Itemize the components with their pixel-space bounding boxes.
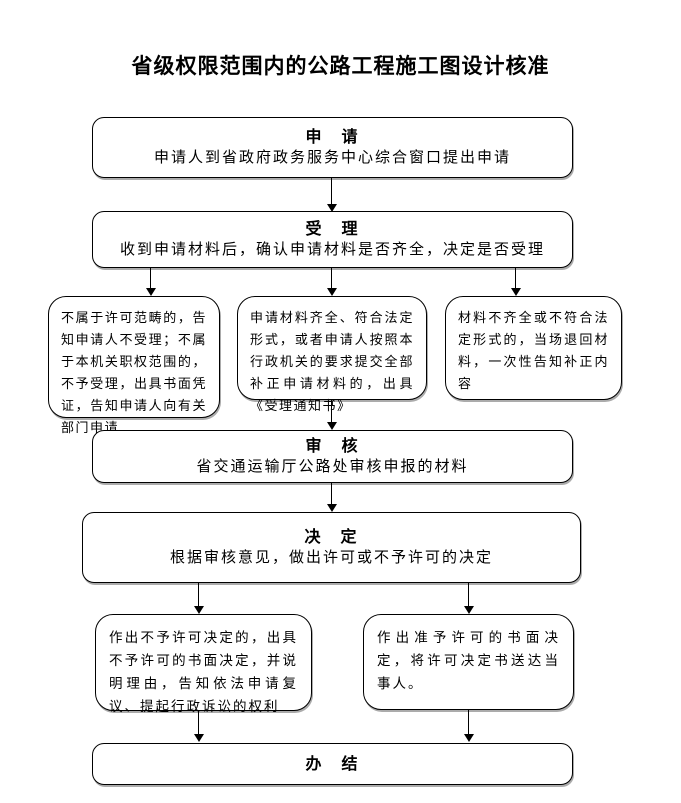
flow-node-branch-left: 不属于许可范畴的，告知申请人不受理；不属于本机关职权范围的，不予受理，出具书面凭… [48,296,220,435]
page-title: 省级权限范围内的公路工程施工图设计核准 [131,55,550,78]
node-apply-body: 申请人到省政府政务服务中心综合窗口提出申请 [153,149,511,166]
node-review-heading: 审 核 [305,438,360,455]
connector-accept-branch-right [515,268,516,289]
node-decide-heading: 决 定 [304,529,359,546]
flow-node-accept: 受 理 收到申请材料后，确认申请材料是否齐全，决定是否受理 [92,211,573,268]
flow-node-finish: 办 结 [92,743,573,785]
connector-review-decide [331,483,332,506]
node-deny-body: 作出不予许可决定的，出具不予许可的书面决定，并说明理由，告知依法申请复议、提起行… [109,630,298,714]
flow-node-grant: 作出准予许可的书面决定，将许可决定书送达当事人。 [363,614,574,710]
node-branch-middle-body: 申请材料齐全、符合法定形式，或者申请人按照本行政机关的要求提交全部补正申请材料的… [250,310,414,413]
arrowhead-accept-branch-middle [327,288,337,296]
arrowhead-deny-finish [194,734,204,742]
arrowhead-grant-finish [464,734,474,742]
flow-node-branch-middle: 申请材料齐全、符合法定形式，或者申请人按照本行政机关的要求提交全部补正申请材料的… [237,296,427,413]
flow-node-deny: 作出不予许可决定的，出具不予许可的书面决定，并说明理由，告知依法申请复议、提起行… [95,614,312,714]
node-apply-heading: 申 请 [305,129,360,146]
connector-accept-branch-left [150,268,151,289]
connector-deny-finish [198,711,199,736]
arrowhead-accept-branch-right [511,288,521,296]
node-review-body: 省交通运输厅公路处审核申报的材料 [196,458,469,475]
connector-grant-finish [468,710,469,736]
node-decide-body: 根据审核意见，做出许可或不予许可的决定 [169,549,493,566]
flow-node-decide: 决 定 根据审核意见，做出许可或不予许可的决定 [82,512,581,583]
flow-node-apply: 申 请 申请人到省政府政务服务中心综合窗口提出申请 [92,117,573,178]
arrowhead-apply-accept [327,204,337,212]
arrowhead-accept-branch-left [146,288,156,296]
connector-decide-grant [468,583,469,608]
arrowhead-branch-review [327,422,337,430]
arrowhead-decide-deny [194,606,204,614]
node-accept-body: 收到申请材料后，确认申请材料是否齐全，决定是否受理 [119,241,545,258]
connector-accept-branch-middle [331,268,332,289]
connector-branch-review [331,400,332,423]
node-branch-right-body: 材料不齐全或不符合法定形式的，当场退回材料，一次性告知补正内容 [458,310,609,391]
flow-node-review: 审 核 省交通运输厅公路处审核申报的材料 [92,430,573,483]
node-branch-left-body: 不属于许可范畴的，告知申请人不受理；不属于本机关职权范围的，不予受理，出具书面凭… [61,310,207,435]
connector-decide-deny [198,583,199,608]
connector-apply-accept [331,178,332,205]
node-grant-body: 作出准予许可的书面决定，将许可决定书送达当事人。 [377,630,560,691]
node-accept-heading: 受 理 [305,221,360,238]
arrowhead-decide-grant [464,606,474,614]
node-finish-heading: 办 结 [305,755,360,773]
flow-node-branch-right: 材料不齐全或不符合法定形式的，当场退回材料，一次性告知补正内容 [445,296,622,400]
arrowhead-review-decide [327,504,337,512]
